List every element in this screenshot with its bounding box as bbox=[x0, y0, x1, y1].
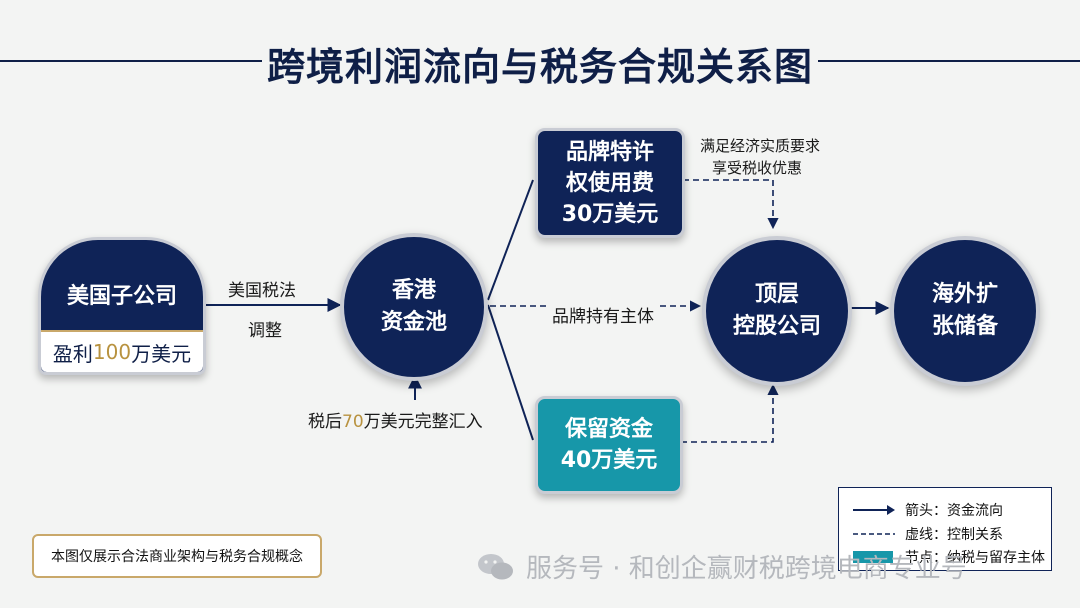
hk-pool-line2: 资金池 bbox=[380, 310, 447, 335]
overseas-line1: 海外扩 bbox=[931, 282, 998, 307]
profit-prefix: 盈利 bbox=[52, 341, 93, 366]
label-after-tax: 税后70万美元完整汇入 bbox=[308, 407, 483, 432]
watermark: 服务号 · 和创企赢财税跨境电商专业号 bbox=[476, 548, 967, 585]
page-title: 跨境利润流向与税务合规关系图 bbox=[266, 45, 813, 89]
node-overseas-reserve: 海外扩 张储备 bbox=[890, 236, 1040, 386]
arrow-icon bbox=[853, 505, 895, 515]
hk-pool-line1: 香港 bbox=[391, 278, 436, 303]
after-tax-prefix: 税后 bbox=[308, 412, 342, 432]
label-substance-1: 满足经济实质要求 bbox=[700, 137, 821, 155]
legend-dashed-row: 虚线：控制关系 bbox=[851, 524, 1003, 544]
profit-amount: 100 bbox=[92, 340, 132, 364]
node-hk-pool: 香港 资金池 bbox=[340, 233, 488, 381]
legend-dashed-text: 虚线：控制关系 bbox=[905, 527, 1003, 543]
disclaimer: 本图仅展示合法商业架构与税务合规概念 bbox=[32, 534, 322, 578]
holding-line1: 顶层 bbox=[754, 282, 799, 307]
title-rule-left bbox=[0, 60, 262, 62]
brand-fee-line2: 权使用费 bbox=[565, 170, 654, 196]
node-holding-company: 顶层 控股公司 bbox=[702, 236, 852, 386]
label-us-tax-1: 美国税法 bbox=[228, 281, 296, 301]
label-substance-2: 享受税收优惠 bbox=[712, 159, 803, 177]
watermark-text: 服务号 · 和创企赢财税跨境电商专业号 bbox=[526, 554, 967, 584]
brand-fee-line3: 30万美元 bbox=[561, 201, 659, 227]
dashed-retained-to-holding bbox=[681, 383, 779, 443]
after-tax-suffix: 万美元完整汇入 bbox=[363, 412, 483, 432]
legend-node-text: 节点：纳税与留存主体 bbox=[905, 550, 1045, 566]
profit-suffix: 万美元 bbox=[131, 341, 192, 366]
legend: 箭头：资金流向 虚线：控制关系 节点：纳税与留存主体 bbox=[838, 487, 1052, 571]
wechat-icon bbox=[478, 553, 513, 579]
line-hk-to-retained bbox=[487, 304, 534, 441]
label-brand-holder: 品牌持有主体 bbox=[548, 302, 658, 327]
dashed-brand-fee-to-holding bbox=[683, 179, 779, 230]
line-hk-to-brand-fee bbox=[487, 179, 534, 301]
node-retained-funds: 保留资金 40万美元 bbox=[535, 396, 683, 494]
title-rule-right bbox=[818, 60, 1080, 62]
retained-line2: 40万美元 bbox=[560, 448, 658, 473]
node-swatch-icon bbox=[853, 551, 893, 563]
label-us-tax-2: 调整 bbox=[248, 321, 282, 341]
legend-node-row: 节点：纳税与留存主体 bbox=[851, 547, 1045, 567]
holding-line2: 控股公司 bbox=[732, 314, 821, 339]
legend-arrow-text: 箭头：资金流向 bbox=[905, 503, 1003, 519]
us-subsidiary-title: 美国子公司 bbox=[66, 284, 177, 309]
brand-fee-line1: 品牌特许 bbox=[565, 139, 654, 165]
dashed-line-icon bbox=[853, 533, 895, 535]
node-brand-fee: 品牌特许 权使用费 30万美元 bbox=[535, 128, 685, 238]
retained-line1: 保留资金 bbox=[564, 417, 653, 442]
overseas-line2: 张储备 bbox=[931, 314, 998, 339]
after-tax-amount: 70 bbox=[342, 412, 364, 432]
legend-arrow-row: 箭头：资金流向 bbox=[851, 500, 1003, 520]
